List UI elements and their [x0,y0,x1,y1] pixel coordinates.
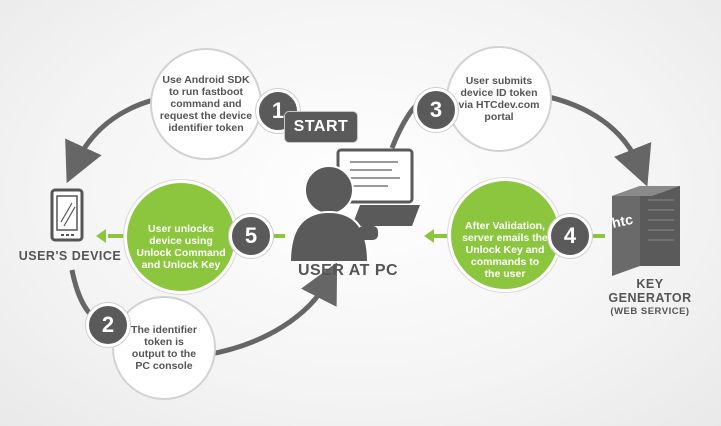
step-1-number: 1 [256,89,300,133]
step-2-bubble: The identifier token is output to the PC… [112,296,216,400]
step-5-text: User unlocks device using Unlock Command… [136,223,226,271]
step-4-text: After Validation, server emails the Unlo… [462,220,548,280]
arrowhead-step5-to-device [96,229,106,243]
server-tower-icon: htc [610,186,680,276]
phone-device-icon [50,188,84,242]
key-generator-subtitle: (WEB SERVICE) [610,306,690,317]
step-3-bubble: User submits device ID token via HTCdev.… [446,46,552,152]
arrowhead-step4-to-pc [424,229,434,243]
step-2-number: 2 [86,303,130,347]
step-5-number: 5 [229,214,273,258]
step-1-bubble: Use Android SDK to run fastboot command … [150,48,262,160]
arrow-step3-to-keygen [539,92,652,187]
htc-logo: htc [610,211,634,231]
step-4-bubble: After Validation, server emails the Unlo… [448,178,562,292]
step-3-number: 3 [414,88,458,132]
step-2-text: The identifier token is output to the PC… [131,324,197,372]
start-badge: START [285,112,357,142]
user-at-pc-icon [288,148,420,263]
arrow-step2-to-pc [204,262,338,358]
step-3-text: User submits device ID token via HTCdev.… [458,75,540,123]
step-5-bubble: User unlocks device using Unlock Command… [124,180,238,294]
users-device-label: USER'S DEVICE [18,249,122,263]
step-1-text: Use Android SDK to run fastboot command … [159,74,253,134]
user-at-pc-label: USER AT PC [297,262,399,279]
key-generator-label: KEY GENERATOR [608,277,692,305]
step-4-number: 4 [548,214,592,258]
